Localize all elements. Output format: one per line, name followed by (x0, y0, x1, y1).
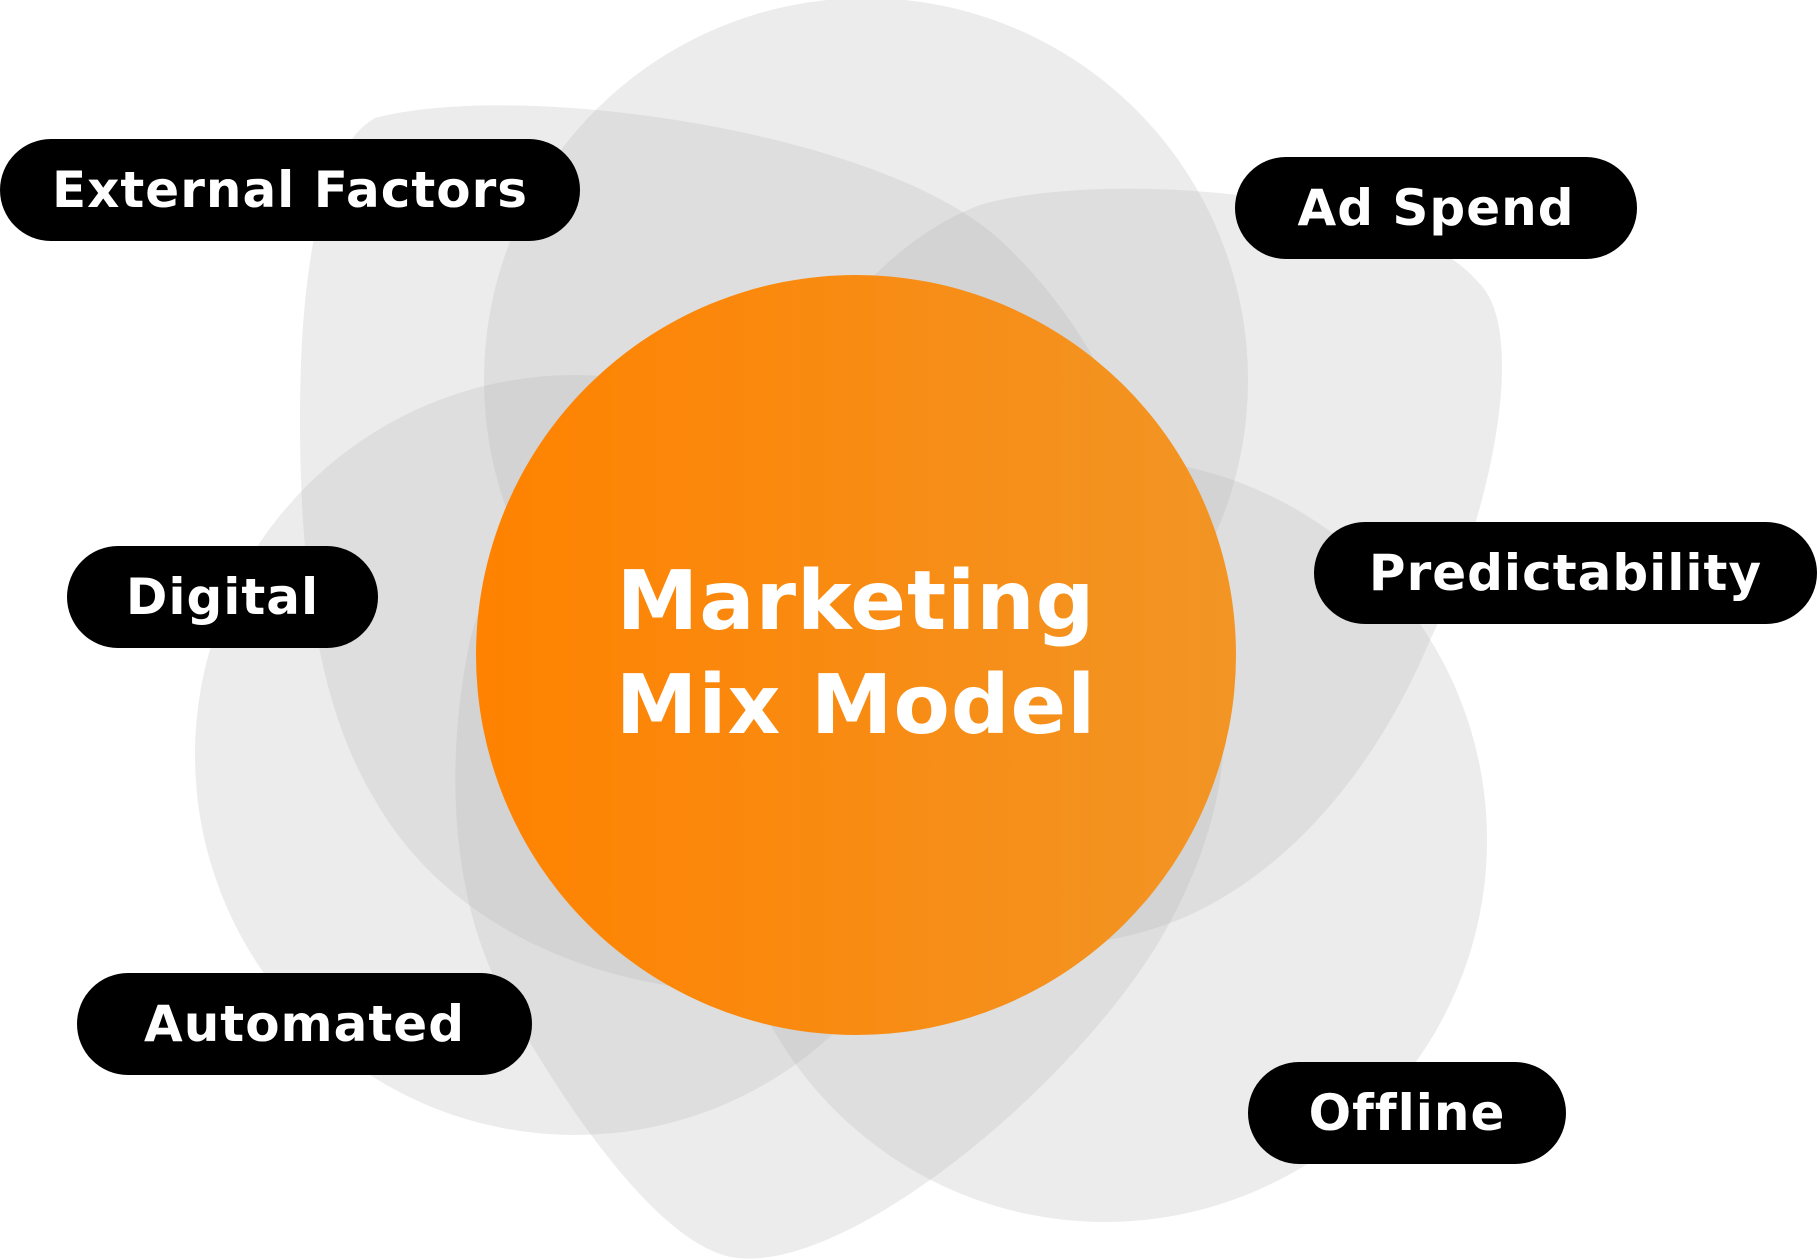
factor-label-automated: Automated (77, 973, 532, 1075)
factor-label-predictability: Predictability (1314, 522, 1817, 624)
center-circle (476, 275, 1236, 1035)
factor-label-external-factors: External Factors (0, 139, 580, 241)
center-title-line-2: Mix Model (615, 658, 1097, 753)
factor-label-offline: Offline (1248, 1062, 1566, 1164)
center-title-line-1: Marketing (616, 554, 1096, 649)
center-title: Marketing Mix Model (476, 550, 1236, 758)
factor-label-ad-spend: Ad Spend (1235, 157, 1637, 259)
factor-label-digital: Digital (67, 546, 378, 648)
